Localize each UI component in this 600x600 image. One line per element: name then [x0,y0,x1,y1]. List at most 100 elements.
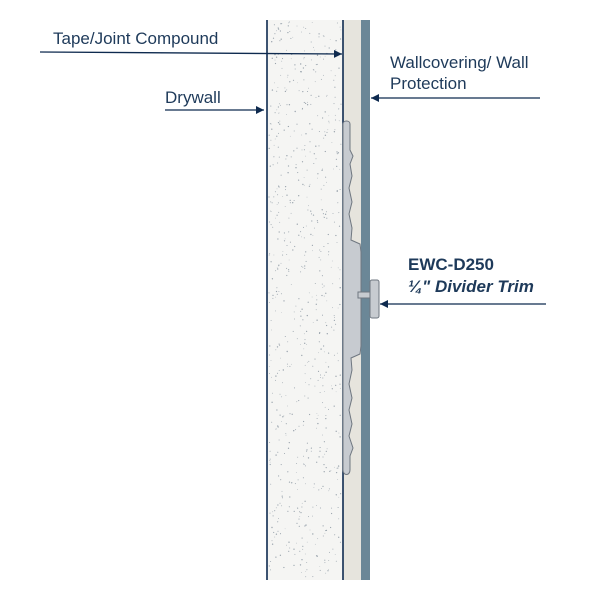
drywall-speckle [304,364,306,366]
drywall-speckle [304,267,306,269]
drywall-speckle [290,156,292,158]
drywall-speckle [329,38,331,40]
drywall-speckle [307,457,310,459]
drywall-speckle [325,417,327,420]
drywall-speckle [328,251,330,253]
drywall-speckle [278,185,280,187]
drywall-speckle [297,489,298,490]
drywall-speckle [298,518,300,520]
drywall-speckle [324,453,326,455]
drywall-speckle [306,104,309,106]
drywall-speckle [329,526,332,529]
drywall-speckle [326,217,328,219]
drywall-speckle [317,221,319,223]
drywall-speckle [302,319,304,321]
drywall-speckle [270,210,271,212]
drywall-speckle [289,496,291,498]
drywall-speckle [286,350,288,353]
drywall-speckle [331,260,333,262]
drywall-speckle [323,374,325,376]
drywall-speckle [319,565,321,567]
drywall-speckle [307,209,309,211]
drywall-speckle [324,562,326,564]
drywall-speckle [322,456,324,458]
drywall-speckle [303,57,305,59]
drywall-speckle [313,162,315,165]
drywall-speckle [326,96,327,97]
drywall-speckle [276,214,278,216]
drywall-speckle [325,211,327,213]
drywall-speckle [275,533,278,535]
drywall-speckle [285,158,287,160]
divider-trim-cap [369,279,380,319]
drywall-speckle [276,409,278,411]
drywall-speckle [310,450,312,452]
drywall-speckle [280,74,282,76]
drywall-speckle [338,496,340,498]
drywall-speckle [305,260,307,262]
drywall-speckle [301,537,303,539]
drywall-speckle [287,74,289,76]
drywall-speckle [337,307,339,309]
drywall-speckle [282,254,284,256]
drywall-speckle [300,344,301,345]
drywall-speckle [322,377,324,379]
drywall-speckle [339,38,342,40]
drywall-speckle [315,555,318,557]
drywall-speckle [336,151,338,153]
drywall-speckle [287,25,289,27]
drywall-speckle [331,326,333,328]
drywall-speckle [287,22,289,24]
drywall-speckle [275,217,276,219]
drywall-speckle [277,238,279,240]
drywall-speckle [287,165,290,167]
drywall-speckle [302,420,305,423]
drywall-speckle [294,68,296,70]
drywall-speckle [310,213,313,215]
drywall-speckle [306,562,308,564]
drywall-speckle [269,123,271,125]
drywall-speckle [289,199,291,202]
drywall-speckle [273,156,275,158]
drywall-speckle [293,200,295,201]
drywall-speckle [301,236,302,238]
drywall-speckle [302,67,305,69]
drywall-speckle [317,115,319,117]
drywall-speckle [318,341,320,343]
drywall-speckle [287,447,290,449]
drywall-speckle [277,202,279,204]
drywall-speckle [277,121,280,124]
wallcovering-label-line1: Wallcovering/ Wall [390,53,529,72]
drywall-speckle [328,254,330,256]
product-code-label: EWC-D250 [408,255,494,274]
drywall-speckle [300,511,302,514]
drywall-speckle [277,426,279,428]
drywall-speckle [331,388,333,390]
drywall-speckle [278,211,280,213]
drywall-speckle [296,522,298,524]
drywall-speckle [318,130,320,133]
drywall-speckle [307,516,310,518]
drywall-speckle [270,105,272,107]
drywall-speckle [334,554,336,555]
drywall-speckle [269,373,270,375]
drywall-speckle [298,298,300,300]
drywall-speckle [281,311,282,313]
drywall-speckle [319,56,321,58]
drywall-speckle [269,463,271,466]
drywall-speckle [271,526,273,529]
drywall-speckle [334,316,335,318]
drywall-speckle [328,122,330,124]
drywall-speckle [328,120,330,122]
drywall-label: Drywall [165,88,221,107]
drywall-speckle [300,315,302,317]
drywall-speckle [289,547,291,549]
drywall-speckle [322,168,323,170]
drywall-speckle [326,131,328,133]
drywall-speckle [339,414,341,416]
drywall-speckle [301,134,303,136]
drywall-speckle [325,529,328,532]
drywall-speckle [306,569,308,571]
drywall-speckle [303,58,305,60]
drywall-speckle [331,385,332,387]
